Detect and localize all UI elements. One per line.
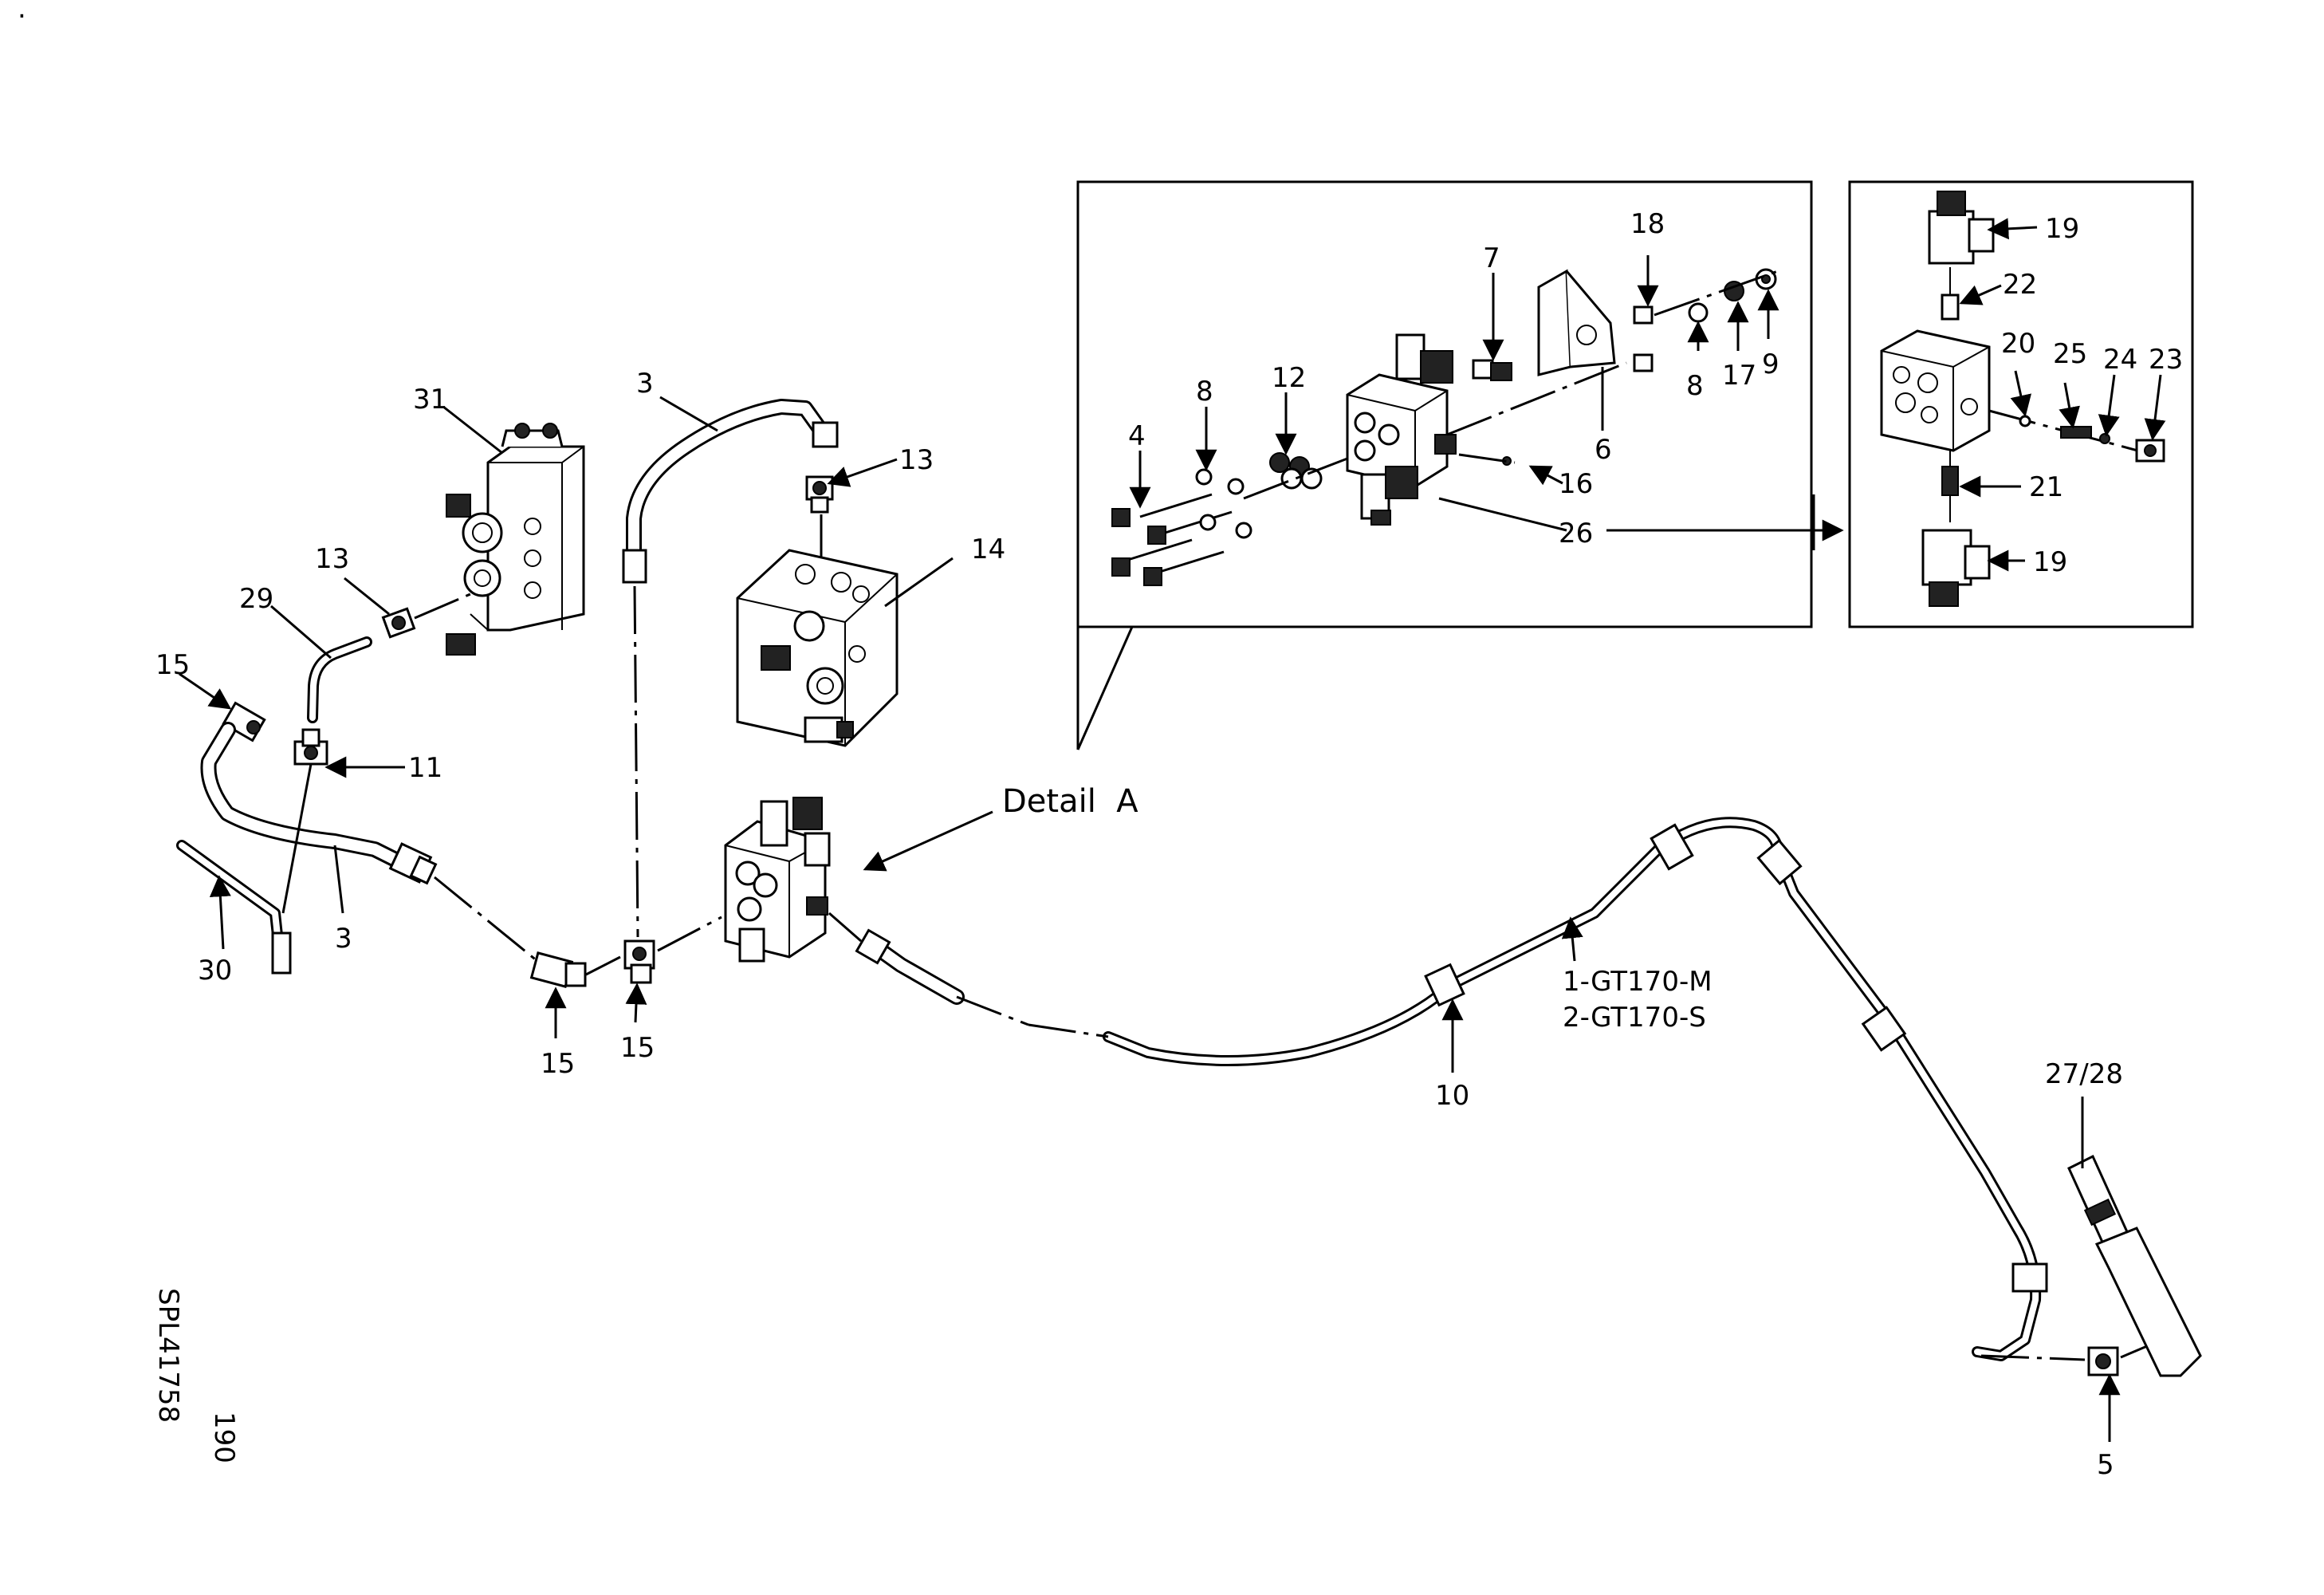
elbow-fitting-15-left (222, 701, 266, 742)
detail-a-frame (1076, 180, 1813, 750)
callout-9: 9 (1762, 349, 1779, 380)
sheet-number: 190 (208, 1412, 240, 1463)
callout-17: 17 (1722, 360, 1756, 392)
solenoid-coil-19-top (1928, 191, 1995, 265)
detail-a-arrow (863, 810, 993, 872)
washer-set-8 (1195, 468, 1252, 539)
sheet-code: SPL41758 (152, 1288, 184, 1423)
callout-21: 21 (2029, 471, 2063, 503)
callout-8-right: 8 (1686, 370, 1704, 402)
screw-18 (1633, 305, 1654, 372)
dash-line-15b-to-valve (657, 916, 722, 952)
callout-14: 14 (971, 534, 1005, 565)
callout-31: 31 (413, 384, 447, 415)
detail-a-dash-bolts (1243, 457, 1348, 500)
screw-7 (1472, 359, 1512, 381)
detail-a-valve (1346, 333, 1457, 526)
dash-line-13-to-31 (414, 593, 471, 620)
detail-a-label: Detail A (1002, 783, 1138, 820)
dash-line-15a-to-15b (585, 955, 621, 976)
dash-line-valve-to-tube (828, 912, 862, 943)
callout-19-bottom: 19 (2033, 546, 2067, 578)
hose-3-left (200, 722, 438, 885)
detail-a-dash-right (1654, 270, 1779, 317)
tube-connector-11-to-30 (281, 763, 313, 914)
fitting-13-top (805, 475, 834, 514)
callout-20: 20 (2001, 328, 2035, 360)
tube-clamp-mid (1861, 1006, 1907, 1052)
callout-13-left: 13 (315, 543, 349, 575)
o-ring-set-12 (1269, 452, 1323, 490)
dash-line-hose3-to-15 (434, 876, 543, 967)
fitting-22 (1941, 267, 1960, 321)
valve-block-14 (736, 549, 899, 747)
ball-20 (2019, 415, 2031, 427)
callout-3-left: 3 (335, 923, 352, 955)
tube-clamp-upper-2 (1756, 838, 1803, 886)
callout-6: 6 (1595, 434, 1612, 466)
tee-fitting-11 (293, 728, 328, 766)
valve-body-right (1880, 329, 1991, 452)
hose-3-top (622, 399, 839, 584)
detail-a-dash-16 (1458, 453, 1516, 464)
tube-clamp-lower (2011, 1262, 2048, 1293)
plug-23 (2135, 439, 2165, 463)
fitting-21 (1941, 451, 1959, 522)
callout-23: 23 (2149, 344, 2183, 376)
callout-15-mid-b: 15 (620, 1032, 655, 1064)
control-valve-block-31 (446, 423, 585, 656)
callout-27-28: 27/28 (2045, 1058, 2123, 1090)
fitting-13-left (381, 607, 416, 639)
hose-30 (176, 840, 292, 975)
callout-15-left: 15 (155, 649, 190, 681)
directional-valve-main (724, 797, 831, 963)
corner-mark: . (18, 0, 26, 25)
hose-29 (307, 636, 372, 723)
cylinder-27-28 (2067, 1154, 2202, 1377)
mounting-bracket-6 (1537, 269, 1616, 376)
tube-spec-line-1: 1-GT170-M (1563, 966, 1713, 998)
callout-30: 30 (198, 955, 232, 987)
callout-7: 7 (1483, 242, 1500, 274)
fitting-5 (2087, 1346, 2119, 1376)
callout-18: 18 (1630, 208, 1665, 240)
leader-lines (179, 218, 2166, 1442)
callout-3-top: 3 (636, 368, 654, 400)
callout-29: 29 (239, 583, 273, 615)
tube-spec-line-2: 2-GT170-S (1563, 1002, 1706, 1034)
detail-valve-frame (1848, 180, 2194, 628)
elbow-fitting-15-mid-a (529, 951, 587, 988)
callout-26: 26 (1559, 518, 1593, 549)
callout-16: 16 (1559, 468, 1593, 500)
solenoid-coil-19-bottom (1921, 529, 1991, 607)
callout-10: 10 (1435, 1080, 1469, 1112)
callout-15-mid-a: 15 (541, 1048, 575, 1080)
washer-8-right (1688, 302, 1709, 323)
dash-line-tube-to-5 (1980, 1354, 2086, 1361)
dash-line-hose3-top-down (633, 585, 639, 938)
ball-24 (2099, 433, 2110, 444)
bolt-set-4 (1111, 493, 1233, 586)
callout-24: 24 (2103, 344, 2137, 376)
tube-clamp-upper-1 (1650, 823, 1694, 871)
callout-4: 4 (1128, 420, 1146, 452)
callout-8-top: 8 (1196, 376, 1213, 408)
callout-13-top: 13 (899, 444, 934, 476)
callout-5: 5 (2097, 1449, 2114, 1481)
spring-25 (2060, 426, 2092, 439)
callout-19-top: 19 (2045, 213, 2079, 245)
callout-22: 22 (2003, 269, 2037, 301)
callout-11: 11 (408, 752, 442, 784)
detail-a-dash-bracket (1446, 361, 1627, 436)
leader-26 (1438, 497, 1567, 532)
elbow-fitting-15-mid-b (623, 939, 655, 984)
callout-12: 12 (1272, 362, 1306, 394)
callout-25: 25 (2053, 338, 2087, 370)
